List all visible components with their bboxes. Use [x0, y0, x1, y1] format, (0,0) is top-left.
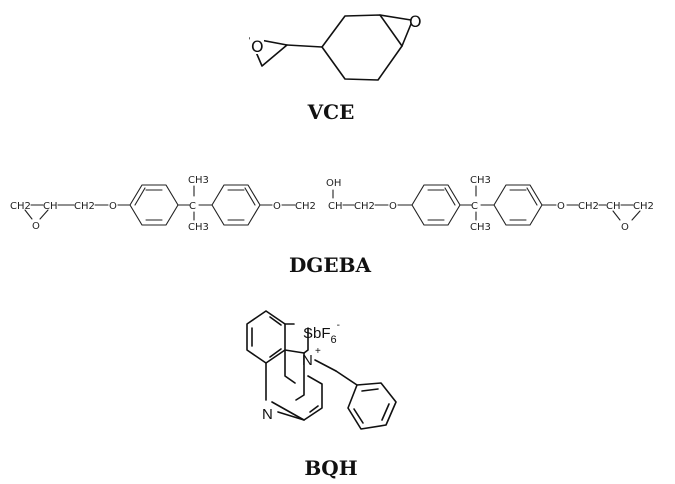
bqh-pyrazine-ring: [284, 349, 296, 384]
dgeba-benzene-ring-1: [129, 184, 179, 226]
dgeba-ch2-link1-label: CH2: [74, 201, 95, 212]
bqh-counterion-symbol: SbF: [303, 325, 331, 342]
bqh-counterion-charge: -: [337, 320, 340, 331]
dgeba-o-ether2-label: O: [273, 201, 281, 212]
dgeba-epoxy-bond: [24, 209, 33, 220]
dgeba-ch2-link4-label: CH2: [578, 201, 599, 212]
dgeba-ch2-link3-label: CH2: [354, 201, 375, 212]
bqh-ring-fusion-bond: [284, 349, 305, 354]
bqh-n-quaternary-label: N: [302, 352, 313, 369]
dgeba-ch3-bottom1-label: CH3: [188, 222, 209, 233]
dgeba-c-quat2-label: C: [471, 201, 478, 212]
dgeba-caption: DGEBA: [289, 253, 372, 277]
vce-caption: VCE: [307, 100, 355, 124]
bqh-aromatic-bond: [269, 348, 282, 358]
bqh-n-ring-label: N: [262, 406, 273, 423]
vce-epoxide-bond-top: [379, 14, 412, 21]
bqh-aromatic-bond: [309, 405, 319, 413]
bqh-bond: [277, 411, 305, 421]
bqh-benzyl-bond: [314, 359, 337, 372]
dgeba-aromatic-bond: [526, 187, 538, 206]
dgeba-o-ether4-label: O: [557, 201, 565, 212]
dgeba-benzene-ring-3: [411, 184, 461, 226]
dgeba-o-epoxy-left-label: O: [32, 221, 40, 232]
dgeba-aromatic-bond: [444, 187, 456, 206]
bqh-pyrazine-ring: [295, 352, 305, 401]
bqh-aromatic-bond: [381, 403, 390, 421]
bqh-structure: N N + SbF6-: [246, 310, 397, 430]
vce-cyclohexane-ring: [321, 14, 403, 81]
bqh-phenyl-ring: [347, 382, 397, 430]
dgeba-epoxy-bond: [39, 209, 49, 220]
bqh-aromatic-bond: [353, 408, 364, 424]
dgeba-aromatic-bond: [134, 187, 146, 206]
bqh-caption: BQH: [304, 456, 357, 480]
dgeba-epoxy-bond: [612, 210, 621, 221]
vce-epoxide-ring-o-label: O: [409, 12, 422, 31]
dgeba-o-epoxy-right-label: O: [621, 222, 629, 233]
dgeba-epoxy-bond: [631, 210, 641, 221]
dgeba-ch2-end-label: CH2: [633, 201, 654, 212]
bqh-pyrazine-ring: [303, 327, 309, 354]
bqh-counterion-label: SbF6-: [303, 320, 340, 346]
dgeba-ch3-top1-label: CH3: [188, 175, 209, 186]
dgeba-ch3-top2-label: CH3: [470, 175, 491, 186]
vce-o-mask: [250, 34, 264, 54]
vce-linker-bond: [286, 44, 323, 48]
dgeba-o-ether3-label: O: [389, 201, 397, 212]
dgeba-ch-epoxy-left-label: CH: [43, 201, 58, 212]
bqh-pyrazine-ring-outer: [271, 375, 323, 421]
dgeba-structure: CH2 CH O CH2 O C CH3 CH3 O CH2 OH: [10, 175, 654, 233]
bqh-aromatic-bond: [361, 388, 379, 392]
vce-epoxide-bond-bottom: [401, 23, 412, 47]
dgeba-oh-label: OH: [326, 178, 341, 189]
vce-structure: O O: [249, 12, 422, 81]
bqh-n-charge: +: [315, 346, 321, 357]
dgeba-c-quat1-label: C: [189, 201, 196, 212]
dgeba-benzene-ring-2: [211, 184, 261, 226]
dgeba-aromatic-bond: [244, 187, 256, 206]
dgeba-ch-mid-label: CH: [328, 201, 343, 212]
dgeba-benzene-ring-4: [493, 184, 543, 226]
vce-epoxide-o-label: O: [251, 37, 264, 56]
bqh-counterion-subscript: 6: [331, 334, 337, 346]
bqh-aromatic-bond: [269, 316, 282, 326]
bqh-benzyl-bond: [335, 370, 358, 386]
dgeba-ch2-link2-label: CH2: [295, 201, 316, 212]
dgeba-ch3-bottom2-label: CH3: [470, 222, 491, 233]
dgeba-ch2-start-label: CH2: [10, 201, 31, 212]
dgeba-ch-epoxy-right-label: CH: [606, 201, 621, 212]
dgeba-o-ether1-label: O: [109, 201, 117, 212]
